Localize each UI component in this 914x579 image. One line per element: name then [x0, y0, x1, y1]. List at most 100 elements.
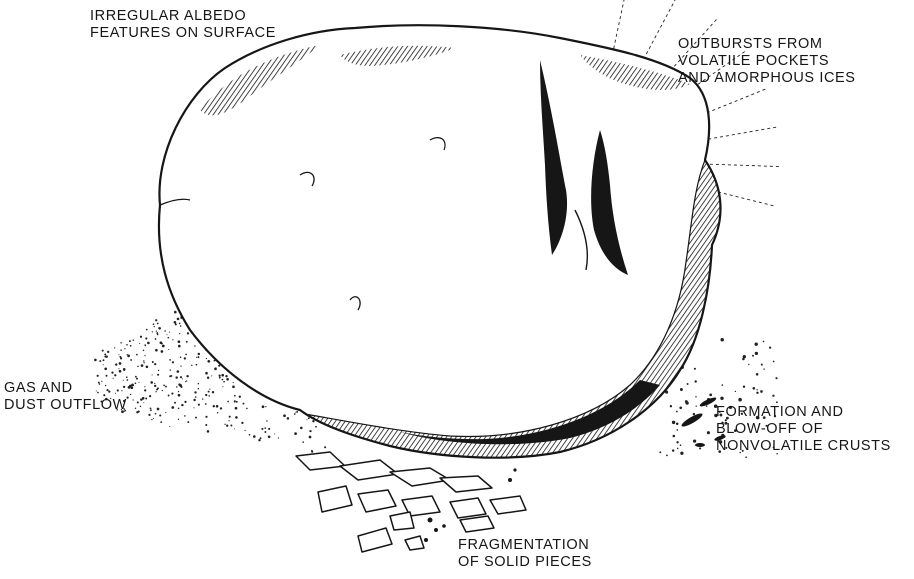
dust-particle [262, 405, 265, 408]
dust-particle [207, 376, 209, 378]
dust-particle [222, 386, 223, 387]
dust-particle [202, 398, 203, 399]
dust-particle [126, 376, 128, 378]
crust-speck [699, 447, 701, 449]
crust-speck [679, 406, 682, 409]
dust-particle [261, 428, 263, 430]
dust-particle [324, 446, 326, 448]
dust-particle [106, 375, 107, 376]
dust-particle [208, 391, 210, 393]
dust-particle [315, 426, 317, 428]
dust-particle [243, 403, 245, 405]
dust-particle [157, 408, 160, 411]
dust-particle [191, 365, 192, 366]
dust-particle [135, 408, 136, 409]
dust-particle [178, 419, 179, 420]
dust-particle [124, 348, 125, 349]
dust-particle [153, 418, 154, 419]
dust-particle [143, 360, 144, 361]
dust-particle [104, 367, 107, 370]
dust-particle [171, 406, 174, 409]
dust-particle [137, 401, 139, 403]
dust-particle [136, 378, 138, 380]
dust-particle [143, 402, 144, 403]
crust-speck [673, 435, 676, 438]
crust-speck [755, 352, 758, 355]
dust-particle [278, 437, 279, 438]
dust-particle [213, 405, 215, 407]
dust-particle [130, 345, 132, 347]
dust-particle [198, 383, 200, 385]
dust-particle [168, 395, 170, 397]
dust-particle [107, 351, 109, 353]
dust-particle [234, 395, 236, 397]
dust-particle [97, 375, 99, 377]
dust-particle [174, 311, 177, 314]
nucleus-body [159, 25, 721, 457]
dust-particle [184, 415, 186, 417]
dust-particle [155, 413, 157, 415]
dust-particle [239, 396, 241, 398]
dust-particle [144, 389, 146, 391]
dust-particle [206, 358, 207, 359]
dust-particle [146, 329, 148, 331]
dust-particle [135, 376, 137, 378]
label-crusts-line-3: NONVOLATILE CRUSTS [716, 438, 891, 455]
dust-particle [234, 428, 235, 429]
dust-particle [198, 404, 200, 406]
dust-particle [177, 318, 180, 321]
dust-particle [224, 424, 225, 425]
label-fragmentation-line-2: OF SOLID PIECES [458, 554, 592, 571]
dust-particle [229, 416, 231, 418]
dust-particle [226, 378, 229, 381]
dust-particle [246, 408, 248, 410]
dust-particle [300, 427, 303, 430]
dust-particle [159, 414, 161, 416]
dust-particle [104, 354, 106, 356]
dust-particle [253, 435, 256, 438]
dust-particle [197, 356, 199, 358]
dust-particle [171, 393, 173, 395]
crust-speck [756, 392, 758, 394]
dust-particle [120, 349, 122, 351]
dust-particle [208, 395, 210, 397]
crust-speck [773, 361, 775, 363]
crust-speck [659, 451, 661, 453]
dust-particle [103, 364, 104, 365]
crust-speck [709, 394, 712, 397]
dust-particle [157, 334, 159, 336]
dust-particle [146, 366, 149, 369]
dust-particle [113, 378, 114, 379]
dust-particle [205, 372, 208, 375]
dust-particle [142, 398, 144, 400]
dust-particle [132, 384, 134, 386]
dust-particle [144, 386, 145, 387]
label-gas-dust-outflow: GAS AND DUST OUTFLOW [4, 380, 127, 414]
dust-particle [130, 359, 132, 361]
dust-particle [145, 344, 146, 345]
dust-particle [236, 401, 238, 403]
crust-speck [752, 355, 754, 357]
crust-speck [743, 386, 745, 388]
dust-particle [178, 345, 181, 348]
crust-speck [676, 411, 678, 413]
crust-speck [694, 368, 696, 370]
dust-particle [123, 368, 126, 371]
dust-particle [150, 381, 153, 384]
label-albedo-line-1: IRREGULAR ALBEDO [90, 8, 276, 25]
crust-speck [693, 439, 696, 442]
dust-particle [181, 404, 183, 406]
dust-particle [155, 349, 158, 352]
dust-particle [128, 386, 131, 389]
dust-particle [205, 403, 207, 405]
dust-particle [103, 359, 105, 361]
crust-speck [775, 377, 777, 379]
dust-particle [154, 385, 156, 387]
dust-particle [294, 413, 296, 415]
crust-speck [755, 343, 758, 346]
dust-particle [169, 426, 170, 427]
dust-particle [264, 427, 266, 429]
dust-particle [223, 381, 225, 383]
dust-particle [180, 365, 181, 366]
dust-particle [215, 367, 216, 368]
